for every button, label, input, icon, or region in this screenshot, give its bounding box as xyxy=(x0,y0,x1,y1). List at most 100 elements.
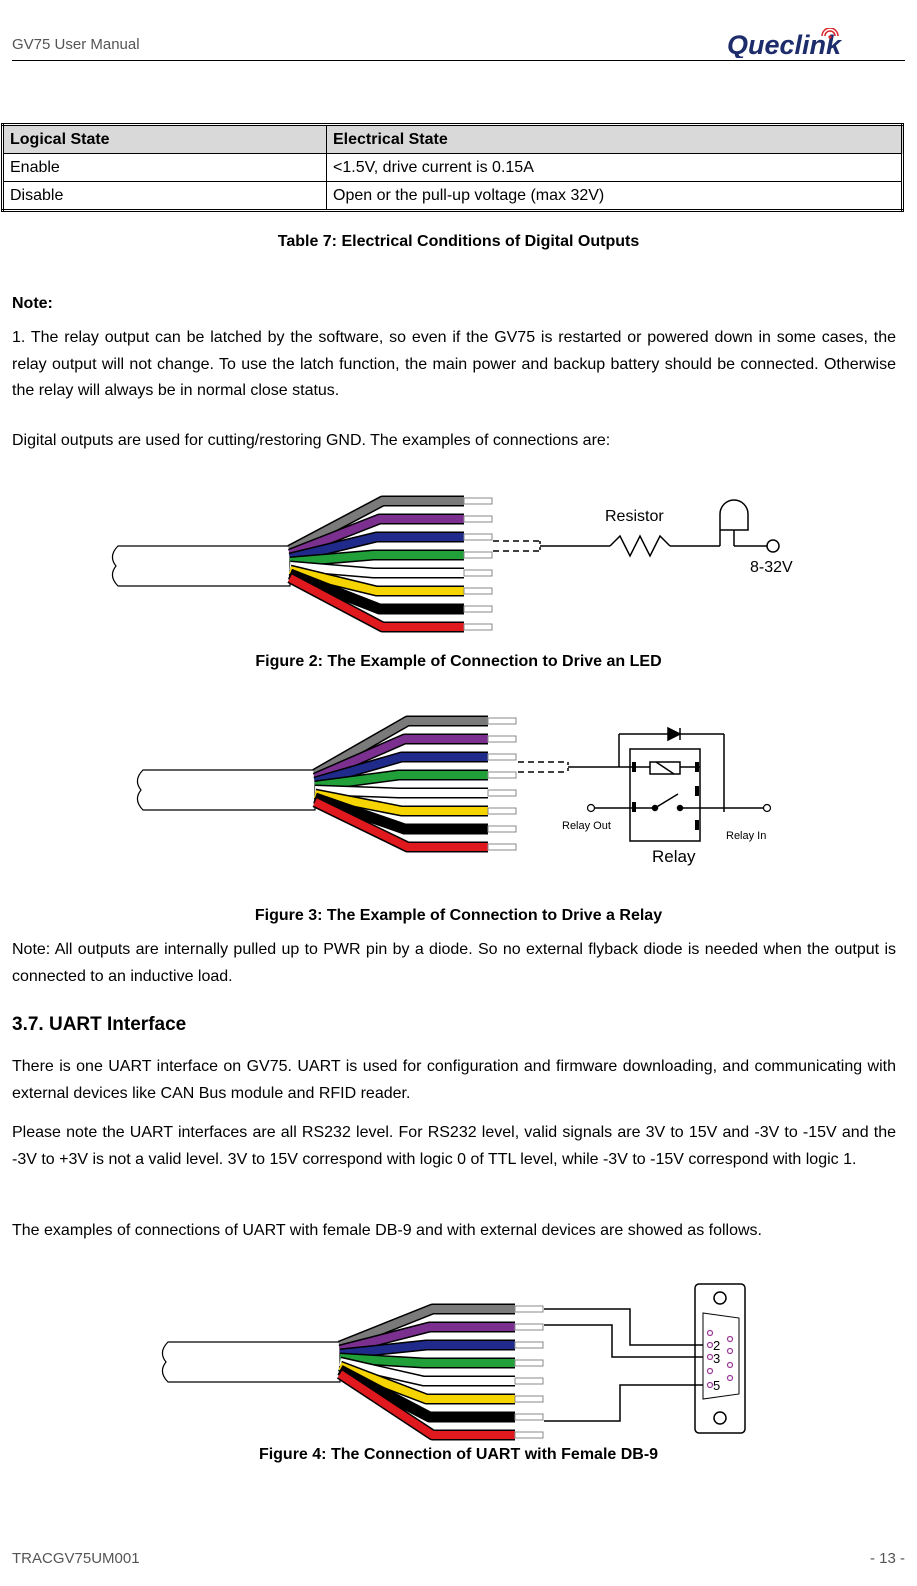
uart-paragraph-1: There is one UART interface on GV75. UAR… xyxy=(12,1058,896,1102)
wire-tip xyxy=(487,807,517,815)
page-footer: TRACGV75UM001 - 13 - xyxy=(12,1550,905,1567)
wire-tip xyxy=(487,717,517,725)
table-cell: Open or the pull-up voltage (max 32V) xyxy=(326,181,903,211)
header-title: GV75 User Manual xyxy=(12,36,140,53)
wire xyxy=(313,717,488,778)
wire-tip xyxy=(514,1395,544,1403)
db9-connector-icon xyxy=(694,1283,746,1434)
db9-pin-label: 2 xyxy=(713,1338,720,1353)
page-header: GV75 User Manual Queclink xyxy=(12,28,905,61)
wire xyxy=(288,515,464,558)
resistor-label: Resistor xyxy=(605,508,664,525)
figure-3-caption: Figure 3: The Example of Connection to D… xyxy=(254,907,663,924)
wire-tip xyxy=(463,497,493,505)
section-heading: 3.7. UART Interface xyxy=(12,1014,186,1036)
wire-tip xyxy=(463,623,493,631)
wire xyxy=(288,570,464,613)
table-row: Disable Open or the pull-up voltage (max… xyxy=(2,181,903,211)
wire-tip xyxy=(463,569,493,577)
wire xyxy=(339,1341,515,1358)
wire xyxy=(313,735,488,782)
note-heading: Note: xyxy=(12,295,53,312)
wire-tip xyxy=(514,1377,544,1385)
wire xyxy=(338,1305,515,1350)
wire-tip xyxy=(463,551,493,559)
wire xyxy=(339,1323,515,1354)
wire-tip xyxy=(487,843,517,851)
table-cell: Disable xyxy=(2,181,327,211)
wire xyxy=(288,497,464,554)
db9-pins xyxy=(706,1329,734,1389)
uart-paragraph-2: Please note the UART interfaces are all … xyxy=(12,1124,896,1168)
terminal-icon xyxy=(766,539,780,553)
wire xyxy=(314,771,488,790)
section-title: UART Interface xyxy=(48,1014,187,1035)
wire xyxy=(339,1358,515,1385)
footer-doc-id: TRACGV75UM001 xyxy=(12,1550,140,1567)
figure-3-diagram: Relay Out Relay In Relay xyxy=(136,715,772,866)
relay-out-terminal xyxy=(586,803,596,813)
wire-tip xyxy=(487,753,517,761)
wire-tip xyxy=(514,1359,544,1367)
wire xyxy=(289,562,464,577)
wire xyxy=(288,574,464,631)
table-caption: Table 7: Electrical Conditions of Digita… xyxy=(277,233,640,250)
note-2-paragraph: Note: All outputs are internally pulled … xyxy=(12,941,896,985)
wire-tip xyxy=(463,605,493,613)
wire-tip xyxy=(463,515,493,523)
voltage-label: 8-32V xyxy=(750,559,793,576)
wire xyxy=(313,794,488,833)
cable-harness xyxy=(136,715,517,853)
relay-label: Relay xyxy=(652,847,696,866)
figure-4-caption: Figure 4: The Connection of UART with Fe… xyxy=(258,1446,659,1463)
relay-in-label: Relay In xyxy=(726,830,766,842)
wire xyxy=(313,798,488,851)
wire xyxy=(314,786,488,797)
table-header-cell: Electrical State xyxy=(326,124,903,154)
wire-tip xyxy=(463,533,493,541)
note-paragraph-2: Digital outputs are used for cutting/res… xyxy=(12,432,611,449)
wire-tip xyxy=(487,825,517,833)
logo-text: Queclink xyxy=(727,30,843,58)
table-cell: Enable xyxy=(2,153,327,182)
wire-tip xyxy=(487,735,517,743)
queclink-logo: Queclink xyxy=(727,28,843,58)
figure-2-caption: Figure 2: The Example of Connection to D… xyxy=(255,653,662,670)
wire xyxy=(289,533,464,562)
table-header-row: Logical State Electrical State xyxy=(2,124,903,154)
wire xyxy=(314,790,488,815)
relay-in-terminal xyxy=(762,803,772,813)
wire-tip xyxy=(514,1305,544,1313)
wire xyxy=(338,1366,515,1421)
wire xyxy=(289,551,464,566)
relay-out-label: Relay Out xyxy=(562,820,611,832)
db9-pin-label: 3 xyxy=(713,1351,720,1366)
footer-page-number: - 13 - xyxy=(869,1550,905,1567)
wire-tip xyxy=(487,771,517,779)
wire-tip xyxy=(514,1431,544,1439)
wire-tip xyxy=(514,1323,544,1331)
section-number: 3.7. xyxy=(12,1014,44,1035)
wire-tip xyxy=(487,789,517,797)
uart-paragraph-3: The examples of connections of UART with… xyxy=(12,1222,762,1239)
electrical-conditions-table: Logical State Electrical State Enable <1… xyxy=(1,123,904,212)
wire xyxy=(338,1362,515,1403)
table-row: Enable <1.5V, drive current is 0.15A xyxy=(2,153,903,182)
wire-tip xyxy=(514,1341,544,1349)
table-cell: <1.5V, drive current is 0.15A xyxy=(326,153,903,182)
resistor-icon xyxy=(609,534,671,558)
figure-4-diagram: 2 3 5 xyxy=(161,1283,746,1441)
wire-tip xyxy=(514,1413,544,1421)
cable-harness xyxy=(161,1303,544,1441)
wire xyxy=(337,1370,515,1439)
wire xyxy=(339,1354,515,1367)
table-header-cell: Logical State xyxy=(2,124,327,154)
note-paragraph-1: 1. The relay output can be latched by th… xyxy=(12,329,896,399)
led-icon xyxy=(719,499,767,547)
figure-2-diagram: Resistor 8-32V xyxy=(111,495,793,633)
wire-tip xyxy=(463,587,493,595)
wire xyxy=(289,566,464,595)
wire xyxy=(313,753,488,786)
db9-pin-label: 5 xyxy=(713,1378,720,1393)
cable-harness xyxy=(111,495,493,633)
